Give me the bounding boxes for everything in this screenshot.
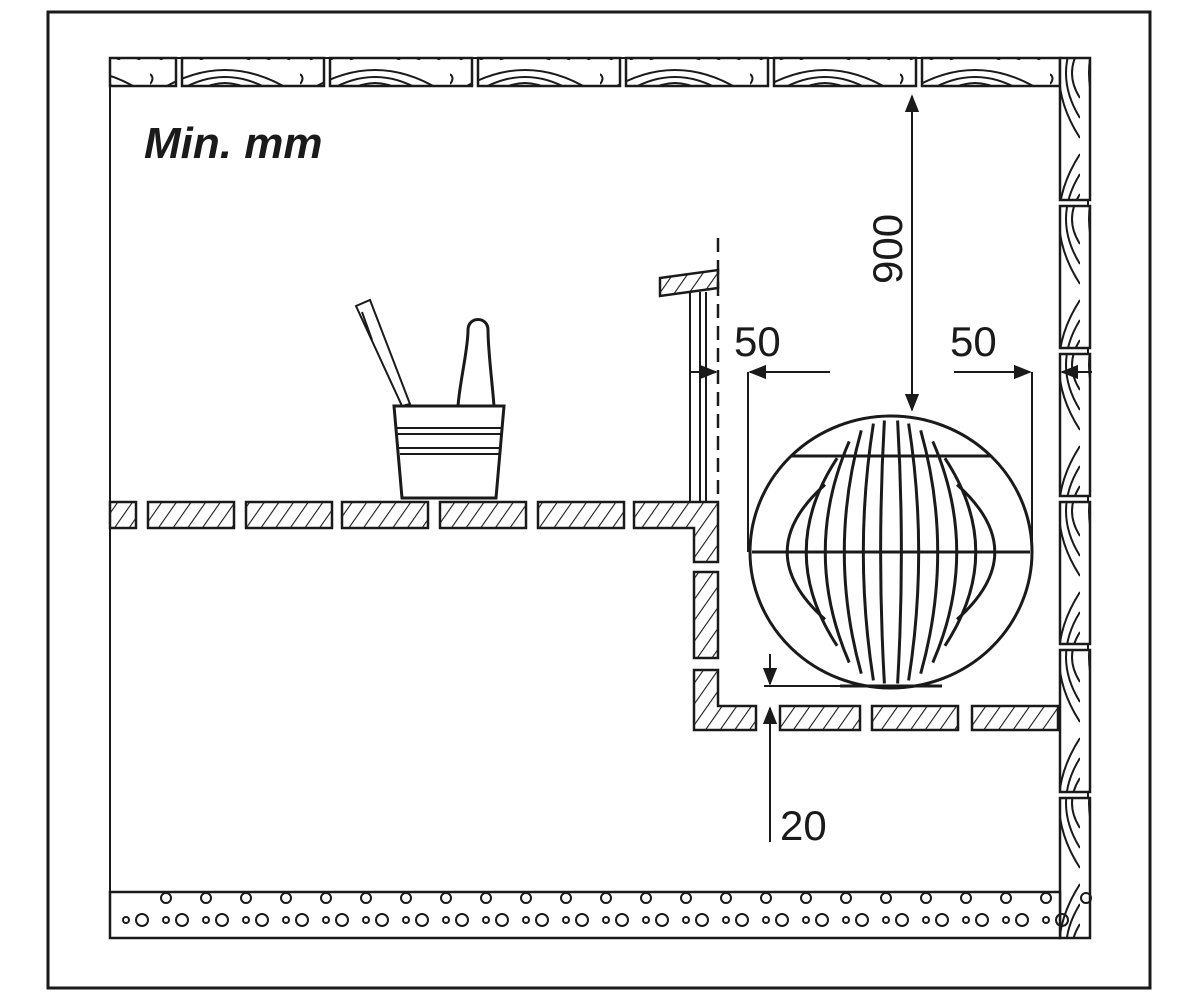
heater-rib (804, 457, 839, 647)
dimension-floor-label: 20 (780, 802, 827, 849)
heater-rib (907, 423, 921, 681)
guard-rail (658, 238, 720, 502)
bench-planks (108, 500, 720, 564)
heater-rib (879, 420, 886, 684)
diagram-title: Min. mm (144, 119, 322, 168)
dimension-floor: 20 (762, 654, 880, 849)
dimension-right: 50 (950, 318, 1092, 552)
heater-rib (823, 440, 851, 664)
sphere-heater (748, 414, 1034, 690)
dimension-left-label: 50 (734, 318, 781, 365)
room-outline (109, 57, 1089, 939)
right-wall-planks (1058, 56, 1092, 940)
heater-rib (943, 457, 978, 647)
dimension-left: 50 (690, 318, 830, 552)
heater-rib (931, 440, 959, 664)
heater-rib (842, 429, 863, 675)
dimension-top: 900 (864, 94, 920, 412)
ceiling-planks (108, 56, 1062, 88)
dimension-right-label: 50 (950, 318, 997, 365)
heater-enclosure (692, 570, 1060, 732)
heater-rib (896, 420, 903, 684)
floor (108, 890, 1092, 940)
sauna-bucket-and-ladle (354, 298, 506, 500)
heater-rib (956, 483, 997, 621)
heater-rib (861, 423, 875, 681)
heater-rib (919, 429, 940, 675)
heater-rib (785, 483, 826, 621)
dimension-top-label: 900 (864, 214, 911, 284)
outer-frame (46, 10, 1152, 990)
